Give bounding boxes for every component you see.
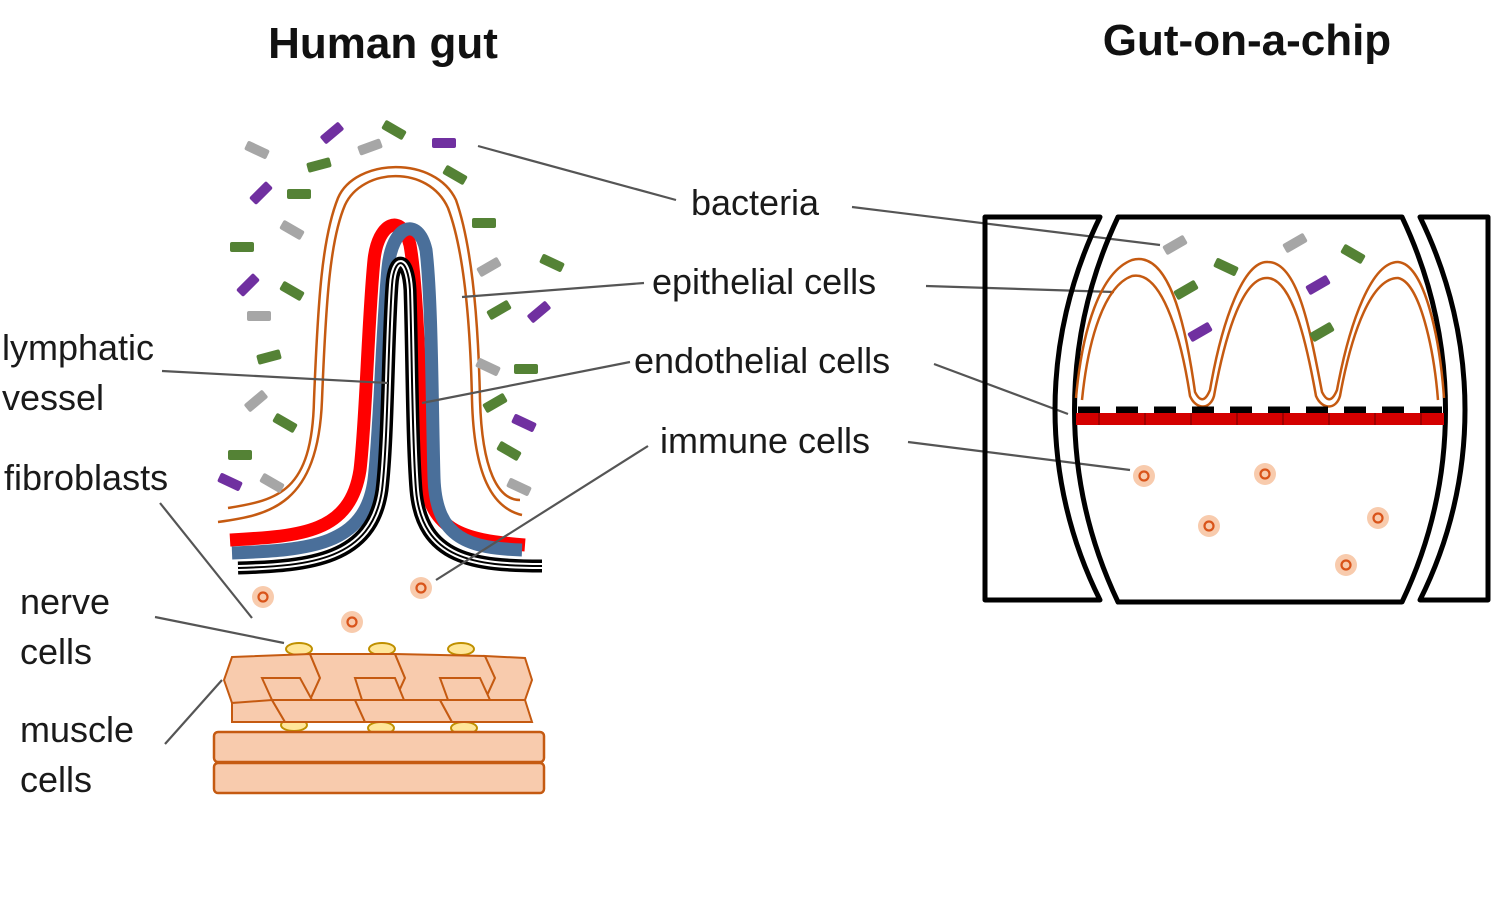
label-fibroblasts: fibroblasts [4,457,168,498]
label-endothelial-cells: endothelial cells [634,340,890,381]
bacterium [472,218,496,228]
villus-blood-vessel-blue [231,222,523,560]
leader-immune-right [907,440,1131,472]
leader-epithelial-right [925,284,1115,294]
gut-on-chip-title: Gut-on-a-chip [1103,16,1391,65]
bacterium [236,273,260,297]
bacterium [475,358,501,376]
chip-bacteria [1162,233,1366,342]
villus-capillary-red [229,218,526,552]
bacterium [247,311,271,321]
villus-bacteria [217,120,565,496]
villus [217,165,543,575]
immune-cell [252,586,274,608]
bacterium [217,473,243,491]
bacterium [1213,258,1239,276]
immune-cell [1367,507,1389,529]
bacterium [279,220,305,240]
muscle-bar [212,730,546,764]
muscle-bar [212,761,546,795]
bacterium [287,189,311,199]
immune-cell [1133,465,1155,487]
villus-lymphatic-core [237,262,543,569]
bacterium [486,300,512,320]
chip-right-wall [1417,214,1491,603]
bacterium [249,181,273,205]
label-lymphatic-line1: lymphatic [2,327,154,368]
leader-immune-left [435,445,649,581]
chip-channel [1072,214,1448,605]
label-nerve-line2: cells [20,631,92,672]
immune-cell [1198,515,1220,537]
immune-cell [341,611,363,633]
chip-epithelial-layer [1074,257,1446,408]
bacterium [244,141,270,159]
chip-left-wall [982,214,1103,603]
bacterium [539,254,565,272]
immune-cell [1335,554,1357,576]
leader-endothelial-right [933,362,1069,416]
villus-epithelial-layer [217,165,523,524]
bacterium [496,441,522,461]
label-muscle-line1: muscle [20,709,134,750]
bacterium [320,122,344,144]
chip-device [982,214,1491,605]
leader-endothelial-left [421,360,631,405]
bacterium [272,413,298,433]
bacterium [1282,233,1308,253]
chip-endothelial-band [1076,413,1444,425]
chip-membrane [1076,406,1444,425]
label-epithelial-cells: epithelial cells [652,261,876,302]
bacterium [514,364,538,374]
leader-lymphatic [161,369,389,385]
bacterium [1162,235,1188,255]
leader-lines [154,144,1161,745]
muscle-hexagon-layer [222,652,534,723]
bacterium [244,390,268,412]
bacterium [357,138,383,156]
villus-immune-cells [252,577,432,633]
bacterium [506,478,532,496]
bacterium [306,157,332,173]
nerve-cell [447,642,475,656]
bacterium [228,450,252,460]
bacterium [256,349,282,365]
bacterium [476,257,502,277]
human-gut-title: Human gut [268,19,498,68]
bacterium [511,414,537,432]
label-muscle-line2: cells [20,759,92,800]
chip-immune-cells [1133,463,1389,576]
leader-bacteria-left [477,144,677,202]
label-lymphatic-line2: vessel [2,377,104,418]
bacterium [442,165,468,185]
bacterium [1309,322,1335,342]
bacterium [1340,244,1366,264]
immune-cell [410,577,432,599]
label-immune-cells: immune cells [660,420,870,461]
bacterium [1173,280,1199,300]
bacterium [1187,322,1213,342]
label-bacteria: bacteria [691,182,820,223]
label-nerve-line1: nerve [20,581,110,622]
leader-nerve [154,615,285,645]
bacterium [432,138,456,148]
leader-fibroblasts [159,502,253,619]
bacterium [1305,275,1331,295]
bacterium [230,242,254,252]
leader-epithelial-left [461,281,645,299]
bacterium [527,301,551,323]
muscle-bars [212,730,546,795]
bacterium [259,473,285,493]
bacterium [279,281,305,301]
leader-muscle [164,679,223,745]
bacterium [482,393,508,413]
immune-cell [1254,463,1276,485]
bacterium [381,120,407,140]
